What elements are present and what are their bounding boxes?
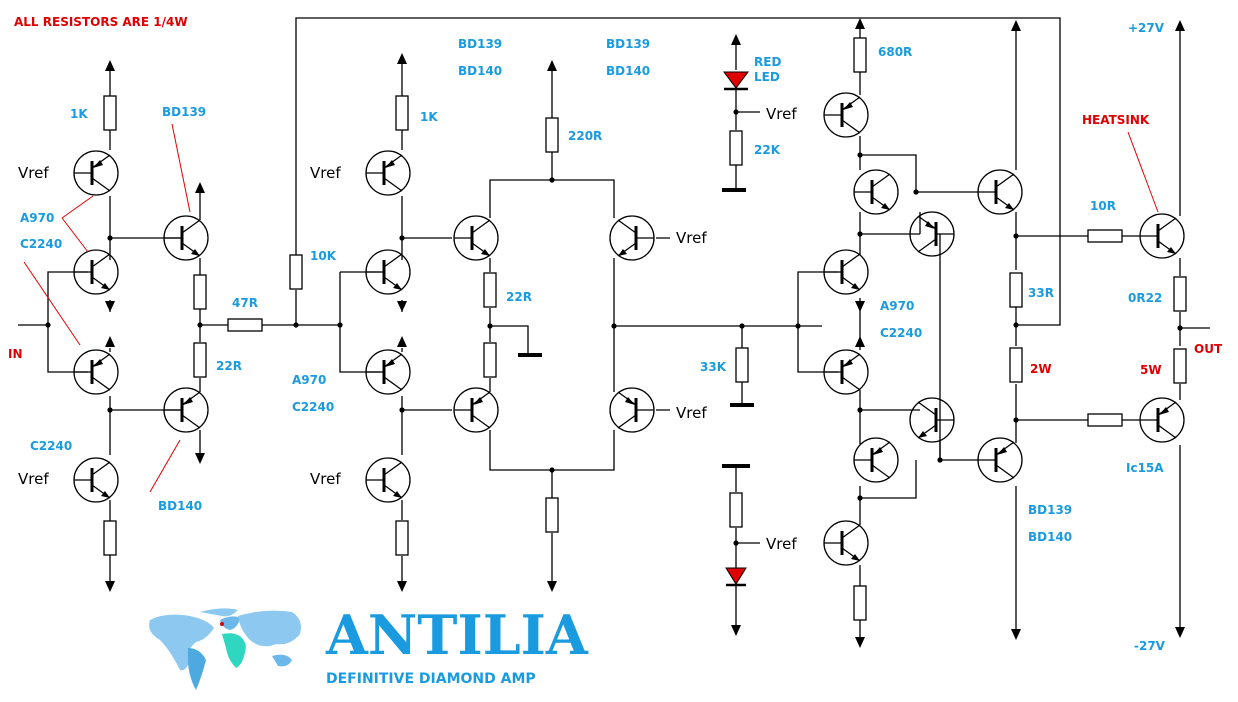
label-5w: 5W xyxy=(1140,363,1162,377)
label-a970: A970 xyxy=(292,373,326,387)
vref-label: Vref xyxy=(676,404,707,422)
label-bd139: BD139 xyxy=(606,37,650,51)
label-680r: 680R xyxy=(878,45,912,59)
vref-label: Vref xyxy=(18,164,49,182)
label-22r: 22R xyxy=(216,359,242,373)
red-led-label-2: LED xyxy=(754,70,780,84)
vref-label: Vref xyxy=(18,470,49,488)
vref-label: Vref xyxy=(676,229,707,247)
label-c2240: C2240 xyxy=(30,439,72,453)
heatsink-label: HEATSINK xyxy=(1082,113,1150,127)
red-led-label-1: RED xyxy=(754,55,781,69)
resistor-note: ALL RESISTORS ARE 1/4W xyxy=(14,15,188,29)
label-a970: A970 xyxy=(880,299,914,313)
label-bd139: BD139 xyxy=(162,105,206,119)
red-led-top xyxy=(723,71,749,91)
label-0r22: 0R22 xyxy=(1128,291,1162,305)
label-2w: 2W xyxy=(1030,362,1052,376)
label-bd140: BD140 xyxy=(1028,530,1072,544)
vref-label: Vref xyxy=(310,164,341,182)
label-10r: 10R xyxy=(1090,199,1116,213)
label-33r: 33R xyxy=(1028,286,1054,300)
wires xyxy=(18,17,1210,645)
output-label: OUT xyxy=(1194,342,1223,356)
label-c2240: C2240 xyxy=(20,237,62,251)
pointer-lines xyxy=(23,123,1159,493)
ground-bars xyxy=(518,188,754,468)
label-22r: 22R xyxy=(506,290,532,304)
label-bd139: BD139 xyxy=(1028,503,1072,517)
label-bd139: BD139 xyxy=(458,37,502,51)
label-c2240: C2240 xyxy=(292,400,334,414)
label-22k: 22K xyxy=(754,143,781,157)
label-c2240: C2240 xyxy=(880,326,922,340)
label-ic15a: Ic15A xyxy=(1126,461,1164,475)
label-bd140: BD140 xyxy=(606,64,650,78)
vref-label: Vref xyxy=(310,470,341,488)
label-33k: 33K xyxy=(700,360,727,374)
labels: ALL RESISTORS ARE 1/4W +27V -27V IN OUT … xyxy=(8,15,1223,687)
subtitle: DEFINITIVE DIAMOND AMP xyxy=(326,671,536,687)
vref-label: Vref xyxy=(766,105,797,123)
red-led-bottom xyxy=(725,567,747,587)
label-1k: 1K xyxy=(70,107,88,121)
vref-label: Vref xyxy=(766,535,797,553)
input-label: IN xyxy=(8,347,23,361)
resistors xyxy=(103,37,1187,621)
label-10k: 10K xyxy=(310,249,337,263)
title: ANTILIA xyxy=(325,603,589,667)
label-a970: A970 xyxy=(20,211,54,225)
label-bd140: BD140 xyxy=(158,499,202,513)
label-1k: 1K xyxy=(420,110,438,124)
supply-positive: +27V xyxy=(1128,21,1165,35)
label-bd140: BD140 xyxy=(458,64,502,78)
label-47r: 47R xyxy=(232,296,258,310)
world-map-logo xyxy=(149,608,301,690)
supply-arrows xyxy=(105,18,1185,648)
supply-negative: -27V xyxy=(1134,639,1166,653)
label-220r: 220R xyxy=(568,129,602,143)
